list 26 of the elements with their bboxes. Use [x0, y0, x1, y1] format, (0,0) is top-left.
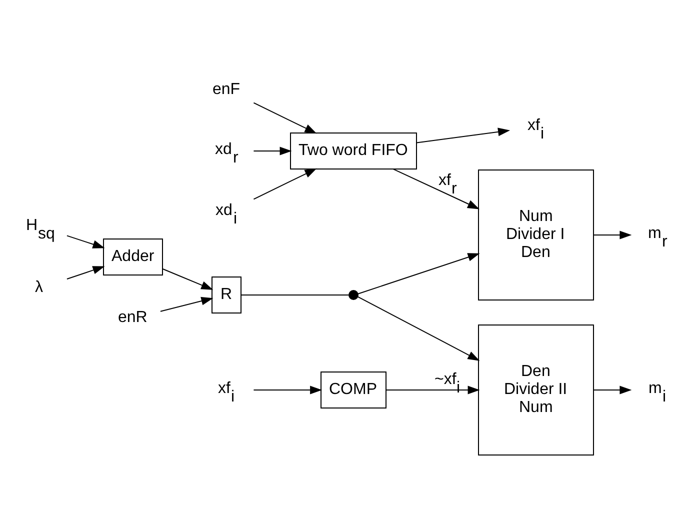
node-text: enR [118, 308, 148, 326]
node-box: Two word FIFO [290, 132, 417, 170]
arrow [386, 386, 480, 394]
arrow [253, 146, 292, 156]
arrow [593, 386, 632, 394]
arrow [160, 296, 214, 312]
node-box: COMP [320, 372, 386, 408]
node-text: enF [212, 80, 240, 98]
arrow [66, 266, 105, 280]
arrow [253, 168, 317, 200]
node-box: R [212, 276, 242, 314]
arrow [162, 268, 214, 290]
node-box: Den Divider II Num [478, 324, 594, 456]
node-text: λ [35, 278, 43, 296]
arrow [593, 230, 632, 240]
arrow [66, 235, 105, 248]
arrow [392, 168, 480, 210]
node-circle [348, 290, 358, 300]
arrow [357, 296, 480, 361]
arrow [357, 253, 480, 294]
node-box: Adder [103, 238, 163, 276]
arrow [253, 102, 317, 134]
node-box: Num Divider I Den [478, 170, 594, 300]
arrow [416, 128, 510, 144]
arrow [253, 386, 322, 394]
connector [240, 294, 350, 296]
